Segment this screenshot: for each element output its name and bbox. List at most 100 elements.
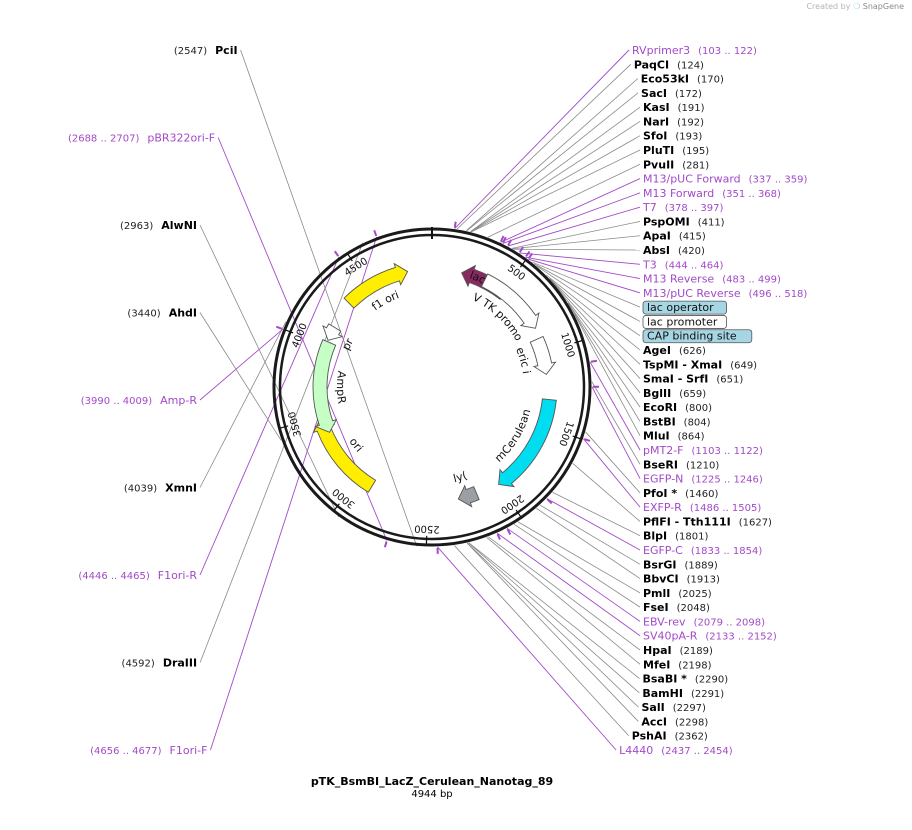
leader-line: [456, 63, 632, 230]
enzyme-nari: NarI(192): [643, 115, 704, 128]
primer-site-mark: [506, 528, 512, 535]
feature-hsv-tk-promoter: HSV TK promoter: [0, 0, 540, 343]
site-name: lac operator: [647, 301, 714, 314]
enzyme-pspomi: PspOMI(411): [643, 215, 725, 228]
leader-line: [552, 491, 641, 537]
enzyme-apai: ApaI(415): [643, 230, 706, 243]
site-box: [642, 329, 753, 344]
enzyme-smai-srfi: SmaI - SrfI(651): [643, 373, 743, 386]
primer-label: M13/pUC Forward(337 .. 359): [643, 173, 807, 186]
feature-chimeric-intron: chimeric intron: [0, 0, 557, 376]
enzyme-pvuii: PvuII(281): [643, 158, 709, 171]
primer-egfp-c: EGFP-C(1833 .. 1854): [643, 544, 762, 557]
feature-arrow: [457, 484, 480, 508]
feature-label: HSV TK promoter: [0, 0, 525, 343]
leader-line: [468, 542, 640, 679]
ruler-tick: [519, 260, 526, 268]
feature-arrows: lacZαHSV TK promoterchimeric intronmCeru…: [0, 0, 557, 508]
primer-label: (4446 .. 4465)F1ori-R: [78, 569, 197, 582]
leader-line: [240, 49, 418, 547]
primer-site-mark: [453, 221, 457, 228]
leader-line: [539, 504, 641, 565]
primer-t7: T7(378 .. 397): [642, 201, 724, 214]
feature-mcerulean: mCerulean: [492, 398, 557, 488]
enzyme-label: BsrGI(1889): [643, 558, 718, 571]
ruler-tick-label: 2000: [498, 492, 525, 515]
leader-line: [512, 235, 641, 250]
enzyme-label: FseI(2048): [643, 601, 710, 614]
enzyme-label: BbvCI(1913): [643, 573, 720, 586]
leader-line: [199, 312, 282, 441]
primer-m13-reverse: M13 Reverse(483 .. 499): [643, 273, 781, 286]
site-lac-operator: lac operator: [642, 300, 727, 315]
leader-line: [453, 545, 630, 736]
ruler-tick: [574, 340, 583, 344]
enzyme-label: SacI(172): [641, 87, 702, 100]
primer-pmt2-f: pMT2-F(1103 .. 1122): [643, 444, 763, 457]
primer-m13-puc-forward: M13/pUC Forward(337 .. 359): [643, 173, 807, 186]
leader-line: [199, 321, 287, 488]
leader-line: [487, 163, 641, 238]
leader-line: [199, 224, 339, 518]
leader-line: [527, 258, 641, 294]
primer-l4440: L4440(2437 .. 2454): [619, 744, 733, 757]
leader-line: [199, 242, 364, 663]
primer-label: EGFP-N(1225 .. 1246): [643, 473, 763, 486]
leader-line: [533, 263, 641, 322]
feature-arrow: [498, 398, 557, 488]
primer-site-mark: [496, 533, 501, 540]
primer-t3: T3(444 .. 464): [642, 258, 724, 271]
primer-site-mark: [275, 325, 283, 330]
primer-site-mark: [527, 252, 534, 259]
leader-line: [585, 431, 641, 494]
leader-line: [536, 507, 641, 579]
enzyme-label: ApaI(415): [643, 230, 706, 243]
enzyme-pshai: PshAI(2362): [632, 730, 708, 743]
snapgene-logo-icon: ❍: [853, 2, 861, 11]
leader-line: [567, 302, 641, 408]
leader-line: [517, 521, 641, 594]
primer-pbr322ori-f: (2688 .. 2707)pBR322ori-F: [68, 132, 215, 145]
enzyme-label: PluTI(195): [643, 144, 709, 157]
enzyme-label: SmaI - SrfI(651): [643, 373, 743, 386]
leader-line: [531, 261, 641, 308]
enzyme-label: BsaBI *(2290): [643, 673, 729, 686]
enzyme-absi: AbsI(420): [643, 244, 705, 257]
plasmid-backbone: [272, 221, 600, 554]
ruler-tick: [333, 503, 340, 511]
enzyme-ahdi: (3440)AhdI: [127, 307, 197, 320]
leader-line: [583, 438, 641, 508]
label-leader-lines: [199, 49, 641, 751]
ruler-tick: [280, 425, 289, 429]
enzyme-label: NarI(192): [643, 115, 704, 128]
primer-m13-puc-reverse: M13/pUC Reverse(496 .. 518): [643, 287, 807, 300]
primer-label: T3(444 .. 464): [642, 258, 724, 271]
enzyme-label: BamHI(2291): [642, 687, 724, 700]
feature-sv40-poly-a-signal: SV40 poly(A) signal: [0, 0, 480, 508]
leader-line: [466, 92, 639, 232]
primer-exfp-r: EXFP-R(1486 .. 1505): [643, 501, 761, 514]
enzyme-label: AccI(2298): [641, 715, 708, 728]
primer-label: T7(378 .. 397): [642, 201, 724, 214]
leader-line: [549, 278, 641, 379]
ruler-tick-label: 2500: [414, 522, 440, 534]
leader-line: [513, 523, 641, 608]
ruler-tick-label: 3500: [287, 410, 304, 437]
primer-label: (4656 .. 4677)F1ori-F: [90, 744, 207, 757]
enzyme-label: PaqCI(124): [634, 58, 704, 71]
plasmid-length: 4944 bp: [411, 789, 452, 800]
leader-line: [507, 206, 641, 247]
ruler-tick: [515, 509, 522, 517]
ruler-tick-label: 1000: [558, 331, 576, 359]
site-box: [642, 300, 727, 315]
leader-line: [536, 265, 641, 337]
primer-label: pMT2-F(1103 .. 1122): [643, 444, 763, 457]
enzyme-bglii: BglII(659): [643, 387, 706, 400]
primer-site-mark: [333, 250, 340, 257]
site-lac-promoter: lac promoter: [642, 315, 727, 329]
enzyme-label: PvuII(281): [643, 158, 709, 171]
primer-sv40pa-r: SV40pA-R(2133 .. 2152): [643, 630, 777, 643]
feature-label: chimeric intron: [0, 0, 533, 375]
enzyme-sfoi: SfoI(193): [643, 130, 702, 143]
